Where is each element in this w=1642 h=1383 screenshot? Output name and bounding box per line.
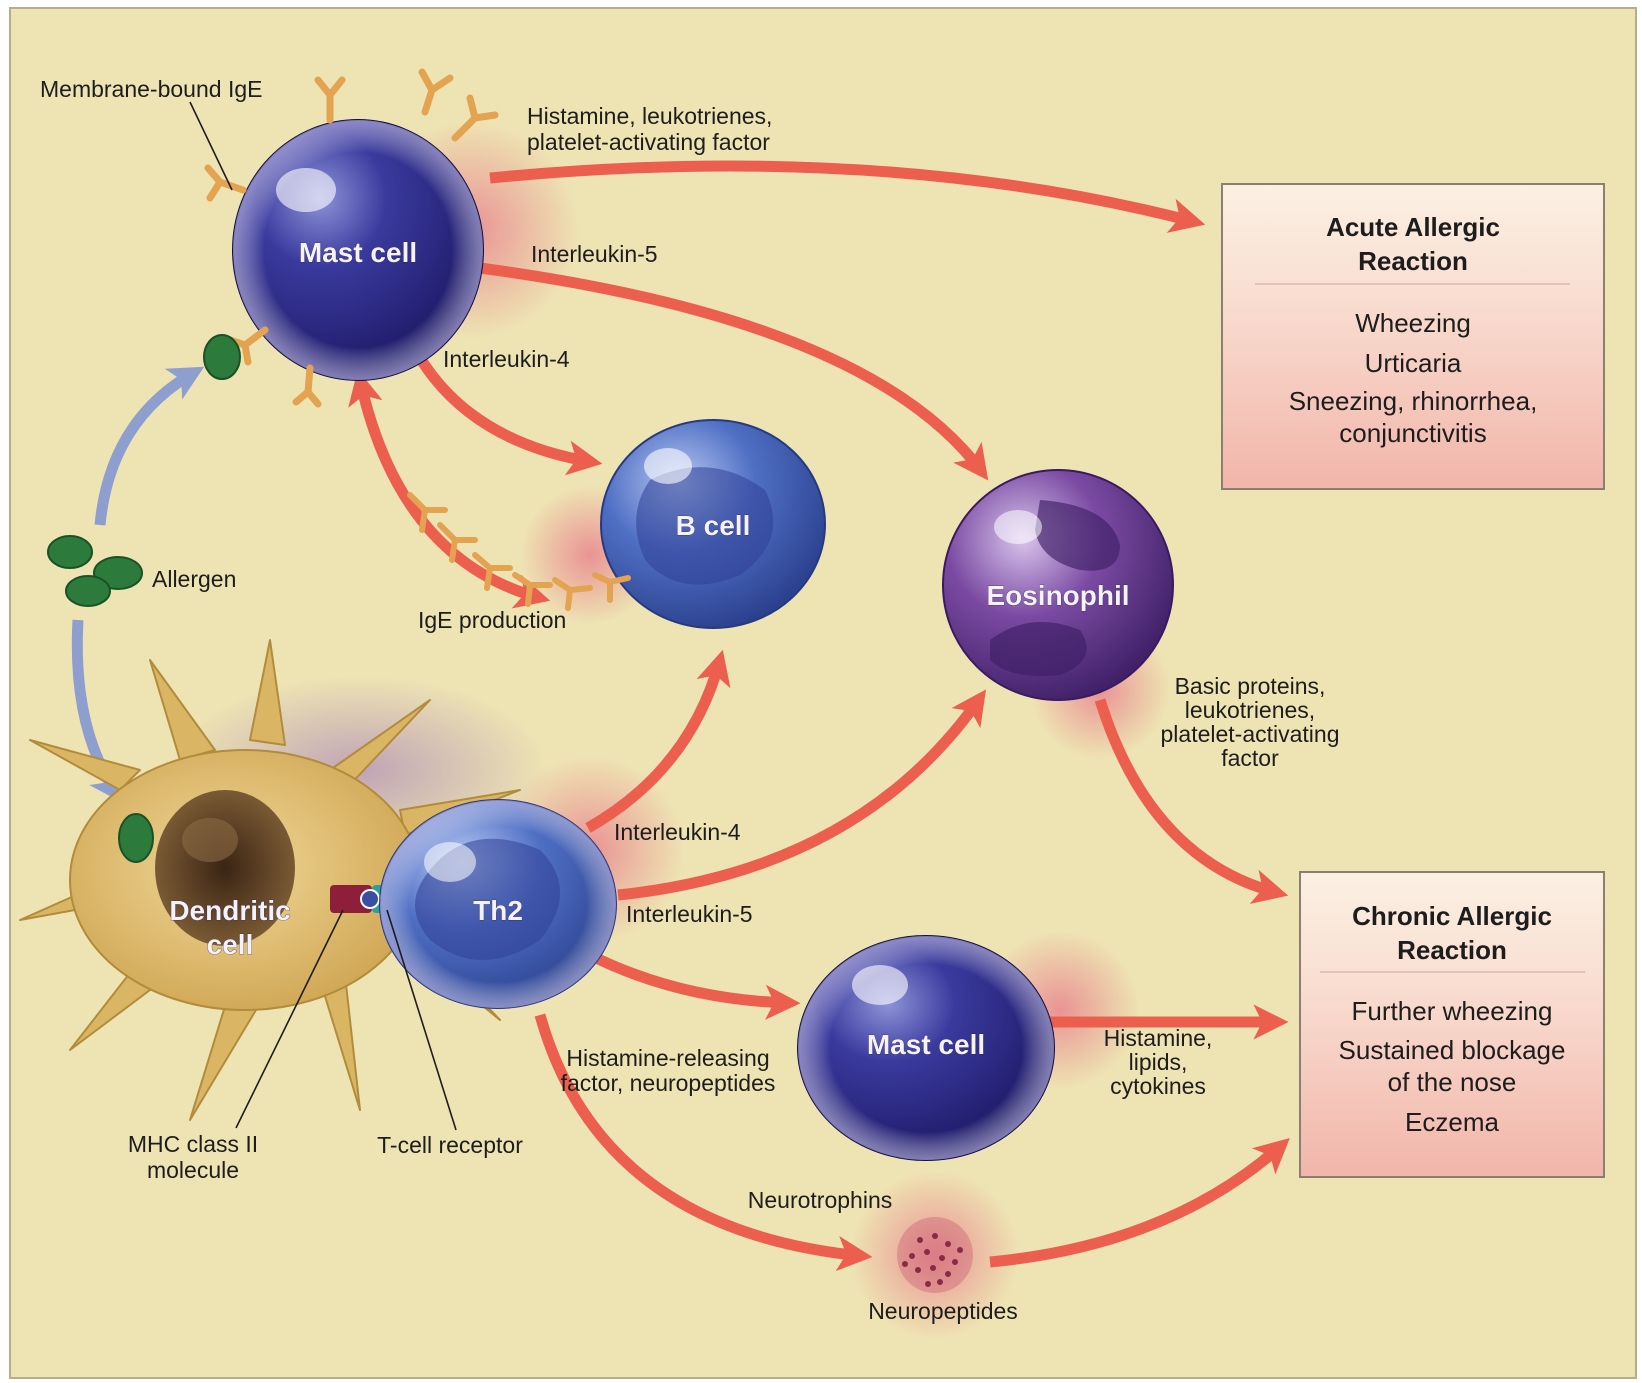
chronic-title-line2: Reaction	[1397, 935, 1507, 965]
membrane-bound-ige-label: Membrane-bound IgE	[40, 76, 262, 102]
dendritic-cell	[19, 639, 521, 1121]
eosinophil-label: Eosinophil	[986, 580, 1129, 611]
neuropeptides-glow	[850, 1170, 1020, 1340]
b-cell	[600, 419, 826, 629]
antigen-peptide	[360, 889, 380, 909]
neuropeptides-cluster	[897, 1217, 973, 1293]
th2-to-mast-bottom-arrow	[587, 950, 801, 1020]
chronic-item: of the nose	[1388, 1067, 1517, 1097]
mast-cell-top	[232, 119, 484, 381]
chronic-title-line1: Chronic Allergic	[1352, 901, 1552, 931]
acute-title-line2: Reaction	[1358, 246, 1468, 276]
th2-to-eosinophil-arrow	[617, 689, 987, 901]
neuropeptides-to-chronic-arrow	[989, 1137, 1290, 1268]
basic-proteins-label-3: platelet-activating	[1161, 721, 1340, 747]
b-cell-label: B cell	[676, 510, 751, 541]
acute-title-line1: Acute Allergic	[1326, 212, 1500, 242]
acute-item: Urticaria	[1365, 348, 1462, 378]
histamine-releasing-label-2: factor, neuropeptides	[561, 1070, 776, 1096]
chronic-item: Further wheezing	[1352, 996, 1553, 1026]
acute-item: Sneezing, rhinorrhea,	[1289, 386, 1538, 416]
mast-cell-bottom-label: Mast cell	[867, 1029, 985, 1060]
chronic-item: Eczema	[1405, 1107, 1499, 1137]
mhc-molecule	[330, 885, 372, 913]
eosinophil-cell	[942, 469, 1174, 701]
acute-reaction-box: Acute Allergic Reaction Wheezing Urticar…	[1221, 183, 1605, 490]
mhc-label-1: MHC class II	[128, 1131, 258, 1157]
histamine-lipids-label-2: lipids,	[1129, 1049, 1188, 1075]
interleukin5-top-label: Interleukin-5	[531, 241, 658, 267]
histamine-lipids-label-1: Histamine,	[1104, 1025, 1213, 1051]
mast-to-acute-arrow	[489, 160, 1206, 233]
basic-proteins-label-2: leukotrienes,	[1185, 697, 1315, 723]
basic-proteins-label-4: factor	[1221, 745, 1279, 771]
interleukin5-bottom-label: Interleukin-5	[626, 901, 753, 927]
basic-proteins-label-1: Basic proteins,	[1175, 673, 1326, 699]
interleukin5-to-eosinophil-arrow	[479, 262, 989, 481]
acute-item: conjunctivitis	[1339, 418, 1486, 448]
interleukin4-top-label: Interleukin-4	[443, 346, 570, 372]
mast-cell-top-label: Mast cell	[299, 237, 417, 268]
histamine-top-label: Histamine, leukotrienes,	[527, 103, 772, 129]
th2-to-b-cell-arrow	[585, 649, 731, 833]
allergen-particles	[47, 334, 241, 863]
mhc-label-2: molecule	[147, 1157, 239, 1183]
histamine-top-label-2: platelet-activating factor	[527, 129, 770, 155]
histamine-lipids-label-3: cytokines	[1110, 1073, 1206, 1099]
allergen-label: Allergen	[152, 566, 236, 592]
th2-cell	[379, 799, 617, 1009]
th2-label: Th2	[473, 895, 523, 926]
dendritic-label-line1: Dendritic	[169, 895, 290, 926]
chronic-reaction-box: Chronic Allergic Reaction Further wheezi…	[1299, 871, 1605, 1178]
th2-to-neuropeptides-arrow	[534, 1013, 873, 1272]
histamine-releasing-label-1: Histamine-releasing	[566, 1045, 769, 1071]
dendritic-label-line2: cell	[207, 929, 254, 960]
t-cell-receptor-label: T-cell receptor	[377, 1132, 523, 1158]
ige-production-antibodies	[407, 492, 631, 611]
mast-cell-bottom	[797, 935, 1055, 1161]
neurotrophins-label: Neurotrophins	[748, 1187, 892, 1213]
ige-production-label: IgE production	[418, 607, 566, 633]
acute-item: Wheezing	[1355, 308, 1471, 338]
eosinophil-to-chronic-arrow	[1094, 698, 1289, 904]
chronic-item: Sustained blockage	[1339, 1035, 1566, 1065]
label-pointer-lines	[189, 101, 457, 1131]
interleukin4-bottom-label: Interleukin-4	[614, 819, 741, 845]
allergen-to-mast-arrow	[94, 366, 205, 526]
neuropeptides-label: Neuropeptides	[868, 1298, 1018, 1324]
